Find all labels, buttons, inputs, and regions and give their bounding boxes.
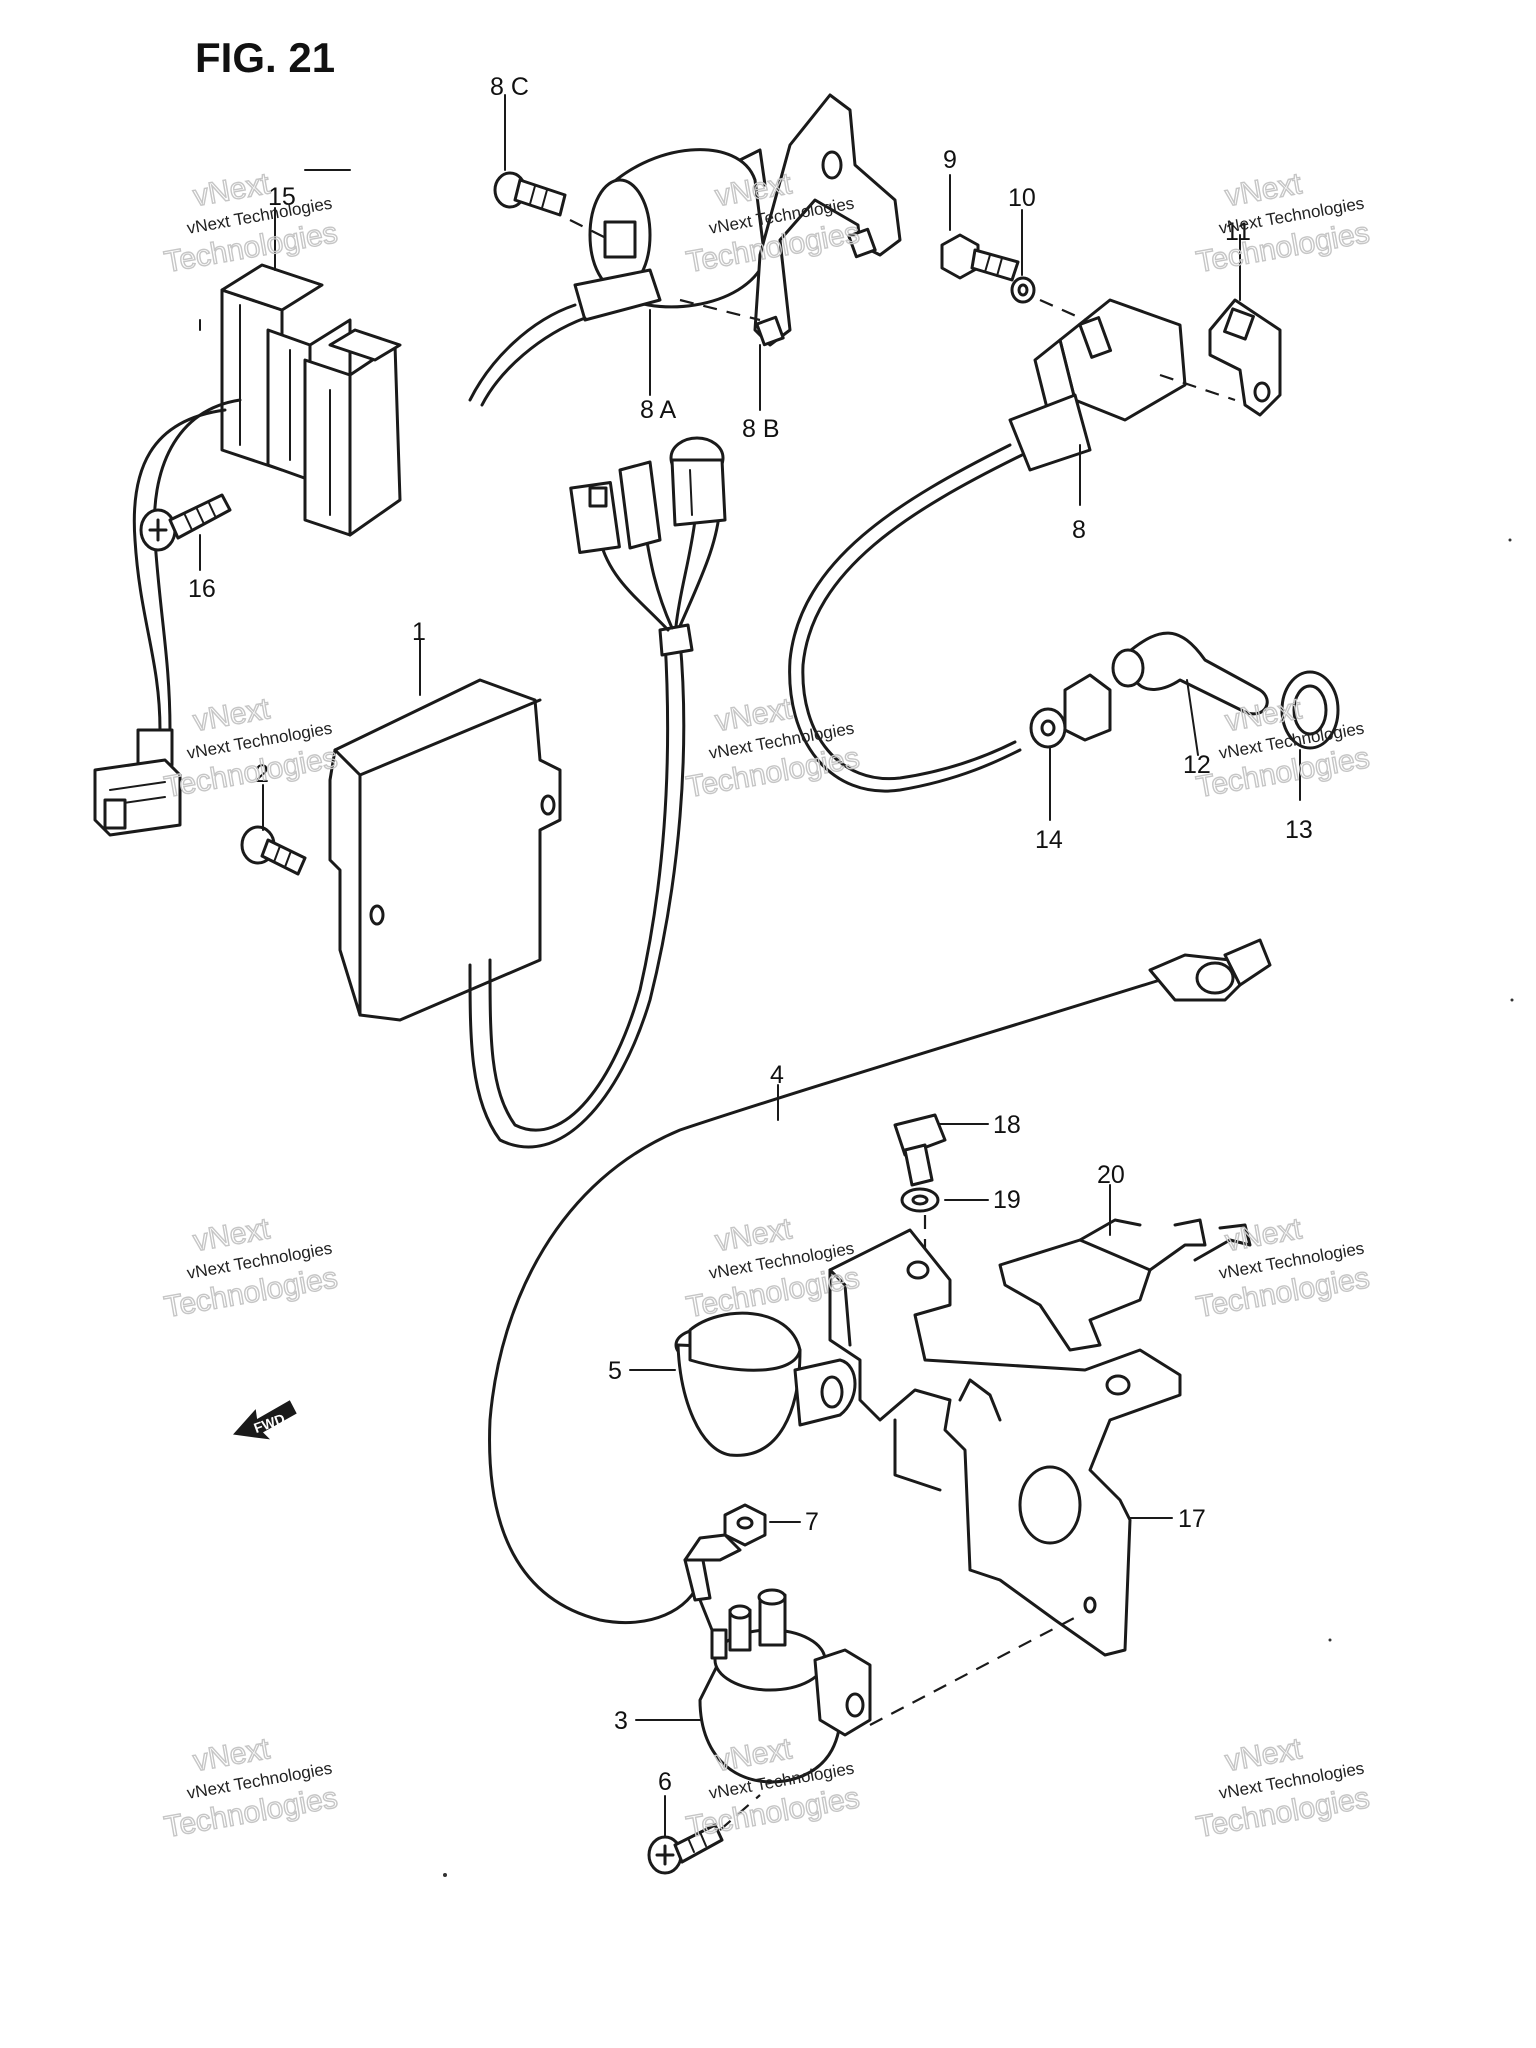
callout-5: 5 (608, 1357, 622, 1385)
callout-14: 14 (1035, 826, 1063, 854)
callout-4: 4 (770, 1061, 784, 1089)
callout-labels: 15 16 8 C 8 A 8 B 9 10 11 8 12 13 14 1 2… (188, 73, 1313, 1796)
watermark: vNext vNext Technologies Technologies (161, 166, 341, 279)
plug-cover-13 (1280, 670, 1340, 750)
callout-16: 16 (188, 575, 216, 603)
rectifier-regulator (93, 263, 402, 837)
callout-8c: 8 C (490, 73, 529, 101)
callout-19: 19 (993, 1186, 1021, 1214)
washer-19 (900, 1187, 940, 1213)
watermark: vNext vNext Technologies Technologies (1193, 1211, 1373, 1324)
callout-7: 7 (805, 1508, 819, 1536)
callout-12: 12 (1183, 751, 1211, 779)
washer-10 (1010, 276, 1036, 304)
screw-2 (240, 825, 307, 876)
relay-boot-5 (674, 1311, 857, 1457)
callout-15: 15 (268, 183, 296, 211)
callout-8: 8 (1072, 516, 1086, 544)
relay-bracket-17 (828, 1228, 1182, 1657)
bolt-9 (940, 233, 1020, 282)
callout-8b: 8 B (742, 415, 780, 443)
forward-direction-arrow: FWD (233, 1400, 297, 1440)
callout-20: 20 (1097, 1161, 1125, 1189)
ignition-coil-8 (788, 298, 1187, 793)
callout-1: 1 (412, 618, 426, 646)
callout-3: 3 (614, 1707, 628, 1735)
callout-10: 10 (1008, 184, 1036, 212)
watermark: vNext vNext Technologies Technologies (1193, 691, 1373, 804)
callout-9: 9 (943, 146, 957, 174)
callout-6: 6 (658, 1768, 672, 1796)
callout-8a: 8 A (640, 396, 676, 424)
watermark: vNext vNext Technologies Technologies (161, 1731, 341, 1844)
watermark: vNext vNext Technologies Technologies (161, 691, 341, 804)
fwd-label: FWD (252, 1410, 287, 1436)
coil-bracket-11 (1208, 298, 1282, 417)
callout-2: 2 (255, 760, 269, 788)
watermark: vNext vNext Technologies Technologies (683, 691, 863, 804)
callout-11: 11 (1225, 218, 1251, 246)
leader-lines (199, 94, 1301, 1837)
screw-8c (493, 171, 567, 217)
plug-cap-12 (1111, 631, 1269, 716)
coil-bracket-8b (753, 93, 902, 347)
starter-relay-3 (683, 1533, 872, 1784)
watermark: vNext vNext Technologies Technologies (1193, 166, 1373, 279)
callout-13: 13 (1285, 816, 1313, 844)
figure-title: FIG. 21 (195, 34, 335, 81)
terminal-14 (1029, 673, 1112, 749)
screw-16 (139, 493, 232, 552)
watermark: vNext vNext Technologies Technologies (1193, 1731, 1373, 1844)
callout-18: 18 (993, 1111, 1021, 1139)
ground-cable-4 (488, 938, 1272, 1625)
callout-17: 17 (1178, 1505, 1206, 1533)
cdi-unit-1 (328, 436, 727, 1149)
nut-7 (723, 1503, 767, 1547)
watermark: vNext vNext Technologies Technologies (161, 1211, 341, 1324)
scan-specks (304, 169, 1514, 1877)
clamp-20 (998, 1218, 1252, 1352)
bolt-18 (893, 1113, 947, 1187)
